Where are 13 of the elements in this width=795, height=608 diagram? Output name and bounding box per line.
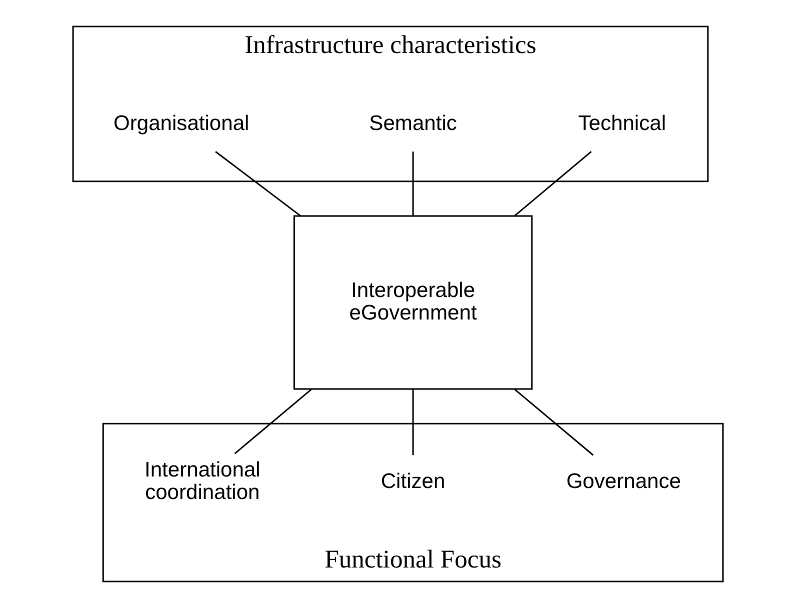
node-text: Governance: [566, 470, 680, 493]
connector: [514, 151, 592, 216]
node-box: Interoperable eGovernment: [292, 215, 532, 390]
node-text: Citizen: [380, 470, 445, 493]
connector: [514, 388, 594, 456]
node-text: Organisational: [113, 112, 249, 135]
node-text: Semantic: [368, 112, 456, 135]
connector: [412, 152, 414, 216]
connector: [412, 389, 414, 456]
node-text: Technical: [578, 112, 666, 135]
connector: [214, 150, 300, 216]
connector: [234, 388, 312, 454]
node-text: International coordination: [144, 458, 260, 504]
